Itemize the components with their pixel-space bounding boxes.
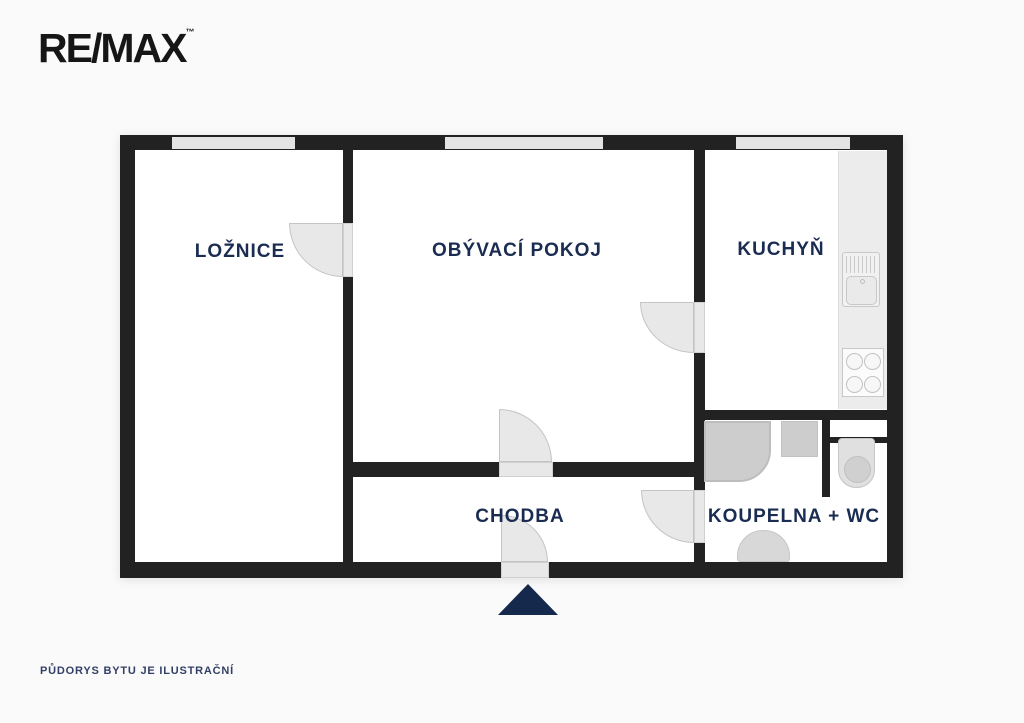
toilet-bowl-icon: [844, 456, 871, 483]
stove-icon: [842, 348, 884, 397]
trademark-mark: ™: [185, 27, 195, 37]
door-opening-bedroom: [343, 223, 353, 277]
tap-icon: [860, 279, 865, 284]
wc-partition-wall-vertical: [822, 420, 830, 497]
sink-basin-icon: [846, 276, 877, 305]
washing-machine-icon: [781, 421, 818, 457]
burner-icon: [846, 353, 863, 370]
outer-wall-right: [887, 135, 903, 578]
burner-icon: [864, 376, 881, 393]
wall-bedroom-living: [343, 150, 353, 562]
sink-drainer-icon: [846, 256, 876, 273]
window-kitchen-icon: [736, 137, 850, 149]
wall-kitchen-bathroom: [694, 410, 887, 420]
door-opening-kitchen: [694, 302, 705, 353]
burner-icon: [846, 376, 863, 393]
corner-shower-icon: [704, 421, 771, 482]
room-label-living-room: OBÝVACÍ POKOJ: [432, 240, 602, 261]
sink-icon: [842, 252, 880, 307]
window-living-room-icon: [445, 137, 603, 149]
outer-wall-left: [120, 135, 135, 578]
room-label-hallway: CHODBA: [475, 506, 565, 527]
remax-logo: RE/MAX™: [38, 28, 194, 69]
window-bedroom-icon: [172, 137, 295, 149]
disclaimer-text: PŮDORYS BYTU JE ILUSTRAČNÍ: [40, 665, 234, 677]
door-opening-living-room: [499, 462, 553, 477]
entrance-arrow-icon: [498, 584, 558, 615]
burner-icon: [864, 353, 881, 370]
room-label-bedroom: LOŽNICE: [194, 241, 286, 262]
door-opening-bathroom: [694, 490, 705, 543]
toilet-icon: [838, 438, 875, 488]
remax-logo-text: RE/MAX: [38, 25, 187, 71]
room-label-kitchen: KUCHYŇ: [737, 239, 825, 260]
apartment-floor: [120, 135, 903, 578]
door-opening-entrance: [501, 562, 549, 578]
room-label-bathroom: KOUPELNA + WC: [707, 506, 881, 527]
wall-living-kitchen-bathroom: [694, 150, 705, 562]
